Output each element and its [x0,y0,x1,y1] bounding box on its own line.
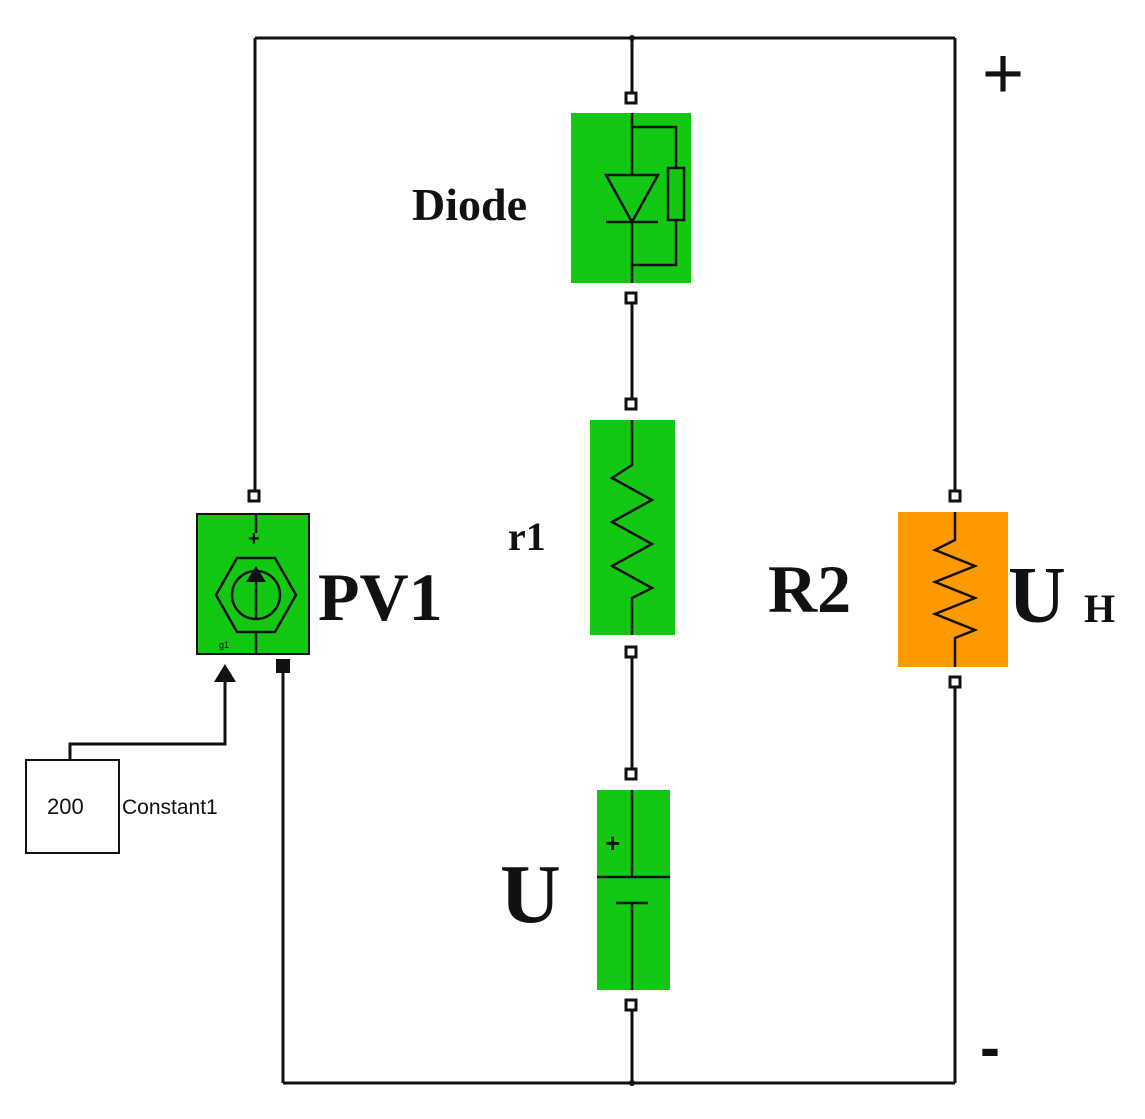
diode-port-bottom[interactable] [624,291,638,305]
r2-block[interactable] [898,489,1008,689]
r1-label: r1 [508,514,546,559]
wire-constant-signal [68,680,227,760]
minus-terminal-label: - [980,1014,1000,1081]
junction-dot [629,1080,635,1086]
u-battery-block[interactable]: + [597,767,670,1012]
u-port-top[interactable] [624,767,638,781]
uh-label-subscript: H [1084,586,1115,631]
u-label: U [500,848,561,941]
r1-port-top[interactable] [624,397,638,411]
pv1-port-bottom[interactable] [276,659,290,673]
constant-value: 200 [47,794,84,819]
r2-port-bottom[interactable] [948,675,962,689]
diode-label: Diode [412,179,527,230]
diode-port-top[interactable] [624,91,638,105]
junction-dot [629,35,635,41]
constant-block-body [25,759,120,854]
diode-block[interactable] [571,91,691,305]
wires [68,35,957,1086]
pv1-block[interactable]: + g1 [196,489,310,682]
pv1-plus-sign: + [248,528,260,550]
pv1-label: PV1 [318,559,443,635]
r2-label: R2 [768,551,851,627]
diode-icon [603,113,686,283]
r1-zigzag-icon [609,420,655,635]
plus-terminal-label: + [982,34,1024,114]
controlled-current-source-icon [214,514,298,654]
u-battery-block-body [597,790,670,990]
r2-zigzag-icon [931,512,979,667]
r1-block[interactable] [590,397,675,659]
pv1-port-in-label: g1 [219,640,229,650]
r2-port-top[interactable] [948,489,962,503]
u-port-bottom[interactable] [624,998,638,1012]
dc-source-icon [597,790,670,990]
constant-block[interactable]: 200 [25,759,120,854]
pv1-port-top[interactable] [247,489,261,503]
pv1-signal-input-arrow[interactable] [214,664,236,682]
constant-name-label: Constant1 [122,796,218,819]
r1-port-bottom[interactable] [624,645,638,659]
battery-plus-sign: + [605,828,620,858]
uh-label-main: U [1008,552,1066,640]
